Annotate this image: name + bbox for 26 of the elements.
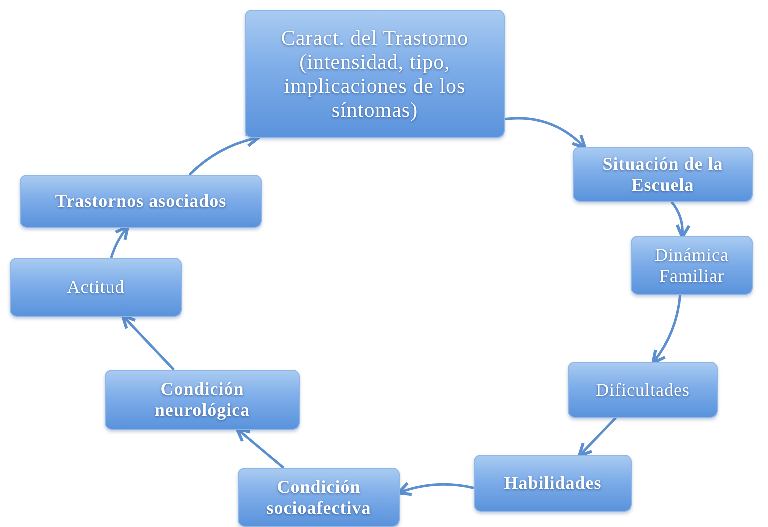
- box-label: Trastornos asociados: [55, 191, 227, 212]
- process-box: [474, 455, 632, 512]
- arrow: [652, 294, 682, 365]
- process-box: [10, 258, 182, 317]
- process-box: [245, 10, 505, 138]
- box-label: Situación de la Escuela: [602, 154, 724, 196]
- box-label: Dificultades: [596, 380, 690, 400]
- arrow: [236, 428, 285, 469]
- arrow: [504, 117, 587, 150]
- box-label: Actitud: [67, 277, 125, 298]
- process-box: [573, 147, 753, 202]
- box-label: Condición socioafectiva: [266, 476, 372, 518]
- arrow: [578, 417, 617, 458]
- process-box: [20, 175, 262, 228]
- box-label: Caract. del Trastorno (intensidad, tipo, implicaciones de los síntomas): [280, 26, 470, 122]
- process-box: [631, 236, 753, 295]
- arrow: [670, 201, 691, 239]
- arrow: [110, 225, 130, 258]
- process-box: [105, 370, 300, 430]
- box-label: Habilidades: [504, 473, 602, 494]
- arrow: [188, 133, 260, 176]
- process-box: [238, 468, 400, 527]
- box-label: Condición neurológica: [154, 379, 252, 421]
- process-box: [568, 362, 718, 418]
- box-label: Dinámica Familiar: [654, 244, 730, 286]
- arrow: [121, 314, 175, 371]
